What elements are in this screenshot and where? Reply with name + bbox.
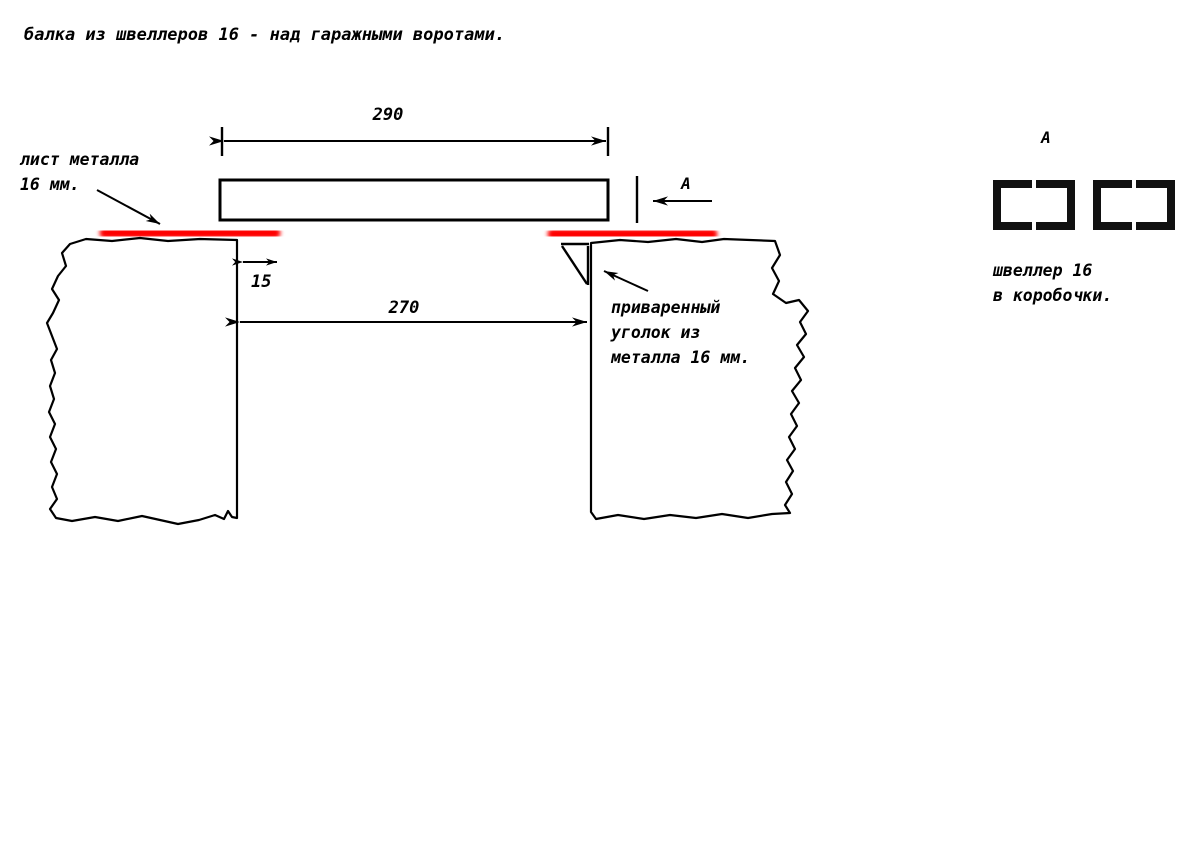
channel-profile-left-1 [993, 180, 1032, 230]
section-callout-a: А [635, 174, 712, 223]
channel-profile-right-2 [1136, 180, 1175, 230]
channel-box-right [1093, 180, 1175, 230]
dimension-opening-width: 270 [225, 298, 587, 327]
angle-hypotenuse [560, 245, 589, 285]
dimension-bearing: 15 [232, 258, 277, 292]
channel-box-left [993, 180, 1075, 230]
dimension-value-15: 15 [251, 272, 271, 292]
channel-profile-left-2 [1093, 180, 1132, 230]
label-welded-angle: приваренный уголок из металла 16 мм. [603, 270, 750, 367]
label-sheet-metal-line1: лист металла [19, 150, 139, 169]
label-welded-angle-line3: металла 16 мм. [610, 348, 750, 367]
label-welded-angle-line2: уголок из [610, 323, 700, 342]
label-sheet-metal: лист металла 16 мм. [19, 150, 161, 225]
page-title: балка из швеллеров 16 - над гаражными во… [24, 25, 505, 45]
section-view-letter: А [1040, 128, 1051, 147]
section-callout-letter: А [680, 174, 691, 193]
label-welded-angle-line1: приваренный [611, 298, 720, 317]
section-caption-line1: швеллер 16 [992, 261, 1092, 280]
masonry-wall-right [589, 237, 810, 521]
dimension-value-270: 270 [388, 298, 420, 318]
arrow-up-left-icon [603, 270, 649, 292]
dimension-beam-length: 290 [209, 105, 610, 156]
welded-angle-part [560, 242, 590, 285]
section-view-a: А швеллер 16 в коробочки. [992, 128, 1175, 305]
beam-rectangle [218, 178, 610, 222]
section-caption-line2: в коробочки. [993, 286, 1112, 305]
dimension-value-290: 290 [372, 105, 404, 125]
channel-profile-right-1 [1036, 180, 1075, 230]
arrow-down-right-icon [96, 189, 161, 225]
masonry-wall-left [45, 236, 239, 526]
label-sheet-metal-line2: 16 мм. [20, 175, 80, 194]
red-highlight-group [99, 227, 718, 240]
